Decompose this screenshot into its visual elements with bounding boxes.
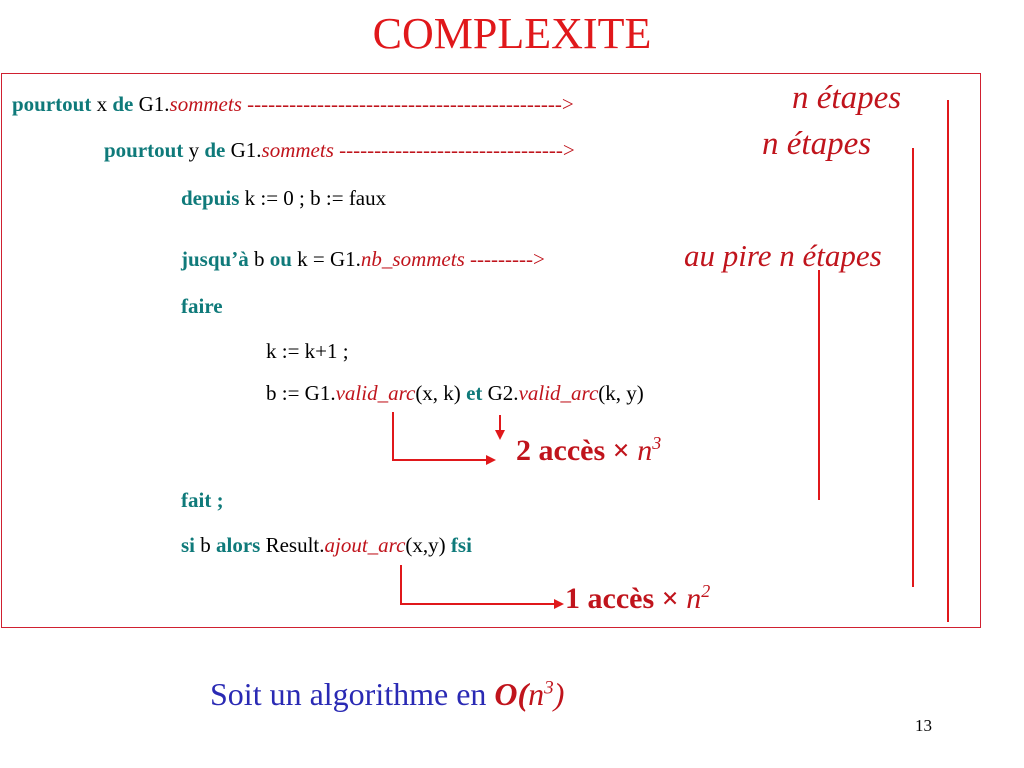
keyword: jusqu’à bbox=[181, 247, 249, 271]
arguments: (x,y) bbox=[405, 533, 446, 557]
keyword: ou bbox=[269, 247, 292, 271]
dashed-arrow: ----------------------------------------… bbox=[241, 92, 574, 116]
annotation-var: n bbox=[637, 434, 653, 467]
annotation-text: 1 accès × bbox=[565, 582, 687, 615]
keyword: si bbox=[181, 533, 196, 557]
keyword: fsi bbox=[450, 533, 472, 557]
variable: b bbox=[200, 533, 211, 557]
code-line-pourtout-y: pourtout y de G1.sommets ---------------… bbox=[104, 138, 575, 163]
keyword: fait ; bbox=[181, 488, 224, 512]
note-n-etapes-outer: n étapes bbox=[792, 80, 902, 116]
function: valid_arc bbox=[518, 381, 599, 405]
keyword: faire bbox=[181, 294, 223, 318]
code-line-faire: faire bbox=[181, 294, 223, 319]
arrow-ajout-arc bbox=[400, 565, 564, 609]
keyword: pourtout bbox=[12, 92, 92, 116]
code-line-depuis: depuis k := 0 ; b := faux bbox=[181, 186, 386, 211]
attribute: sommets bbox=[169, 92, 242, 116]
code-line-valid-arc: b := G1.valid_arc(x, k) et G2.valid_arc(… bbox=[266, 381, 644, 406]
object: G1. bbox=[230, 138, 262, 162]
footer-conclusion: Soit un algorithme en O(n3) bbox=[210, 676, 564, 713]
variable: x bbox=[96, 92, 108, 116]
attribute: nb_sommets bbox=[360, 247, 465, 271]
arguments: (k, y) bbox=[598, 381, 644, 405]
dashed-arrow: ---------> bbox=[464, 247, 545, 271]
annotation-text: 2 accès × bbox=[516, 434, 638, 467]
arguments: (x, k) bbox=[415, 381, 461, 405]
object: G2. bbox=[487, 381, 519, 405]
statement: b := G1. bbox=[266, 381, 336, 405]
page-number: 13 bbox=[915, 716, 932, 735]
code-line-fait: fait ; bbox=[181, 488, 224, 513]
note-au-pire: au pire n étapes bbox=[684, 238, 882, 273]
algorithm-frame bbox=[1, 73, 981, 628]
code-line-pourtout-x: pourtout x de G1.sommets ---------------… bbox=[12, 92, 574, 117]
note-n-etapes-inner: n étapes bbox=[762, 126, 872, 162]
variable: y bbox=[188, 138, 200, 162]
variable: b bbox=[253, 247, 265, 271]
keyword: alors bbox=[216, 533, 261, 557]
keyword: pourtout bbox=[104, 138, 184, 162]
annotation-var: n bbox=[686, 582, 702, 615]
dashed-arrow: --------------------------------> bbox=[333, 138, 575, 162]
object: Result. bbox=[265, 533, 325, 557]
code-line-si: si b alors Result.ajout_arc(x,y) fsi bbox=[181, 533, 472, 558]
keyword: de bbox=[204, 138, 226, 162]
annotation-1-acces: 1 accès × n2 bbox=[565, 582, 710, 616]
big-o: O( bbox=[494, 676, 529, 712]
page-title: COMPLEXITE bbox=[372, 9, 652, 58]
footer-close: ) bbox=[553, 676, 565, 712]
function: ajout_arc bbox=[324, 533, 406, 557]
annotation-exponent: 3 bbox=[652, 433, 662, 453]
attribute: sommets bbox=[261, 138, 334, 162]
footer-var: n bbox=[528, 676, 545, 712]
footer-exponent: 3 bbox=[544, 677, 554, 699]
keyword: de bbox=[112, 92, 134, 116]
annotation-2-acces: 2 accès × n3 bbox=[516, 434, 661, 468]
keyword: et bbox=[466, 381, 483, 405]
expression: k = G1. bbox=[297, 247, 361, 271]
keyword: depuis bbox=[181, 186, 240, 210]
annotation-exponent: 2 bbox=[701, 581, 711, 601]
statement: k := 0 ; b := faux bbox=[244, 186, 387, 210]
function: valid_arc bbox=[335, 381, 416, 405]
object: G1. bbox=[138, 92, 170, 116]
code-line-jusqua: jusqu’à b ou k = G1.nb_sommets ---------… bbox=[181, 247, 545, 272]
footer-text: Soit un algorithme en bbox=[210, 676, 495, 712]
code-line-increment: k := k+1 ; bbox=[266, 339, 349, 363]
arrow-valid-arc bbox=[392, 412, 496, 465]
